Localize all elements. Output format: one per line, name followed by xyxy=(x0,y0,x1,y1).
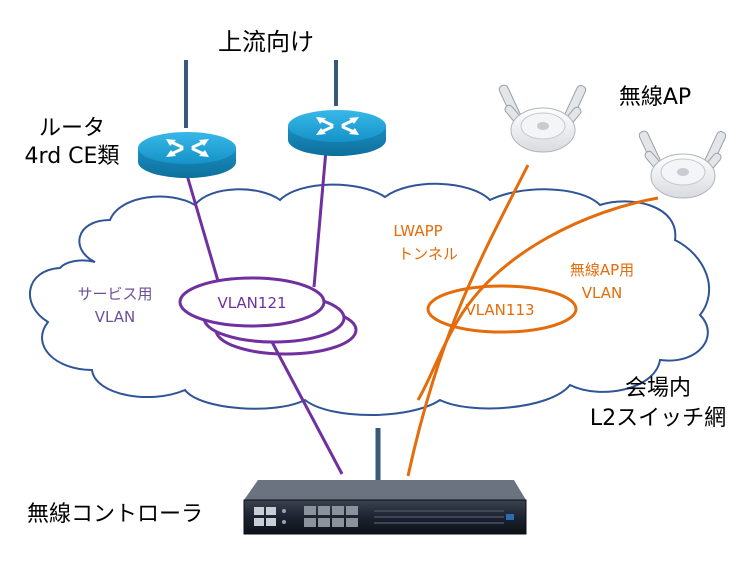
vlan121-controller-link-a xyxy=(270,341,344,475)
lwapp-tunnel-line-1 xyxy=(406,164,530,477)
access-point-icon xyxy=(638,130,727,199)
router1-vlan-link xyxy=(185,174,220,282)
service-vlan-label-line2: VLAN xyxy=(95,308,135,326)
router-label-line2: 4rd CE類 xyxy=(25,144,120,169)
wireless-ap-label: 無線AP xyxy=(619,85,691,110)
wireless-controller-icon xyxy=(243,480,527,535)
vlan113-label: VLAN113 xyxy=(465,301,534,319)
lwapp-label-line1: LWAPP xyxy=(393,222,442,240)
venue-label-line1: 会場内 xyxy=(625,376,691,401)
lwapp-tunnel-line-2 xyxy=(416,196,659,401)
vlan121-ring-front xyxy=(178,276,326,328)
router-icon xyxy=(138,132,236,178)
router-icon xyxy=(288,110,386,156)
vlan121-label: VLAN121 xyxy=(217,294,286,312)
service-vlan-label-line1: サービス用 xyxy=(77,285,152,303)
router2-vlan-link xyxy=(312,149,328,288)
ap-vlan-label-line2: VLAN xyxy=(582,284,622,302)
upstream-label: 上流向け xyxy=(218,28,314,56)
controller-label: 無線コントローラ xyxy=(27,502,203,527)
router-label-line1: ルータ xyxy=(39,116,105,141)
venue-label-line2: L2スイッチ網 xyxy=(590,406,726,431)
ap-vlan-label-line1: 無線AP用 xyxy=(570,261,634,279)
lwapp-label-line2: トンネル xyxy=(398,245,458,263)
access-point-icon xyxy=(498,84,587,153)
